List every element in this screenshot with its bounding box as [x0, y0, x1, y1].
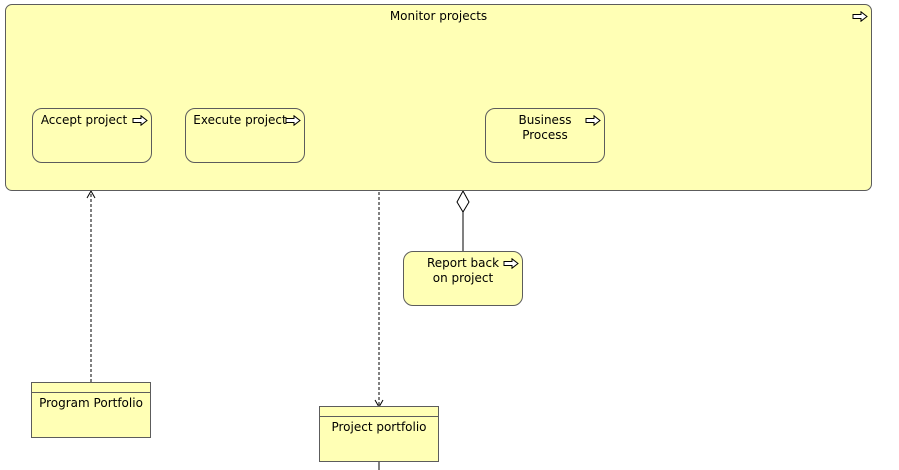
aggregation-connector[interactable]: [456, 189, 470, 251]
process-arrow-icon: [285, 115, 301, 126]
object-program-portfolio[interactable]: Program Portfolio: [31, 382, 151, 438]
object-header: [32, 383, 150, 393]
process-label: Report back on project: [426, 256, 500, 285]
process-label: Execute project: [193, 113, 287, 127]
process-label: Accept project: [40, 113, 128, 127]
process-report-back-on-project[interactable]: Report back on project: [403, 251, 523, 306]
process-arrow-icon: [132, 115, 148, 126]
process-label: Business Process: [518, 113, 572, 142]
process-arrow-icon: [585, 115, 601, 126]
aggregation-diamond: [456, 189, 470, 213]
object-project-portfolio[interactable]: Project portfolio: [319, 406, 439, 462]
object-header: [320, 407, 438, 417]
process-monitor-projects[interactable]: Monitor projects Accept project Execute …: [5, 4, 872, 191]
process-arrow-icon: [503, 258, 519, 269]
process-business-process[interactable]: Business Process: [485, 108, 605, 163]
process-arrow-icon: [852, 11, 868, 22]
object-label: Program Portfolio: [39, 396, 143, 410]
access-connector-program-portfolio[interactable]: [86, 189, 96, 382]
object-label: Project portfolio: [331, 420, 427, 434]
process-accept-project[interactable]: Accept project: [32, 108, 152, 163]
process-label: Monitor projects: [389, 9, 488, 23]
process-execute-project[interactable]: Execute project: [185, 108, 305, 163]
